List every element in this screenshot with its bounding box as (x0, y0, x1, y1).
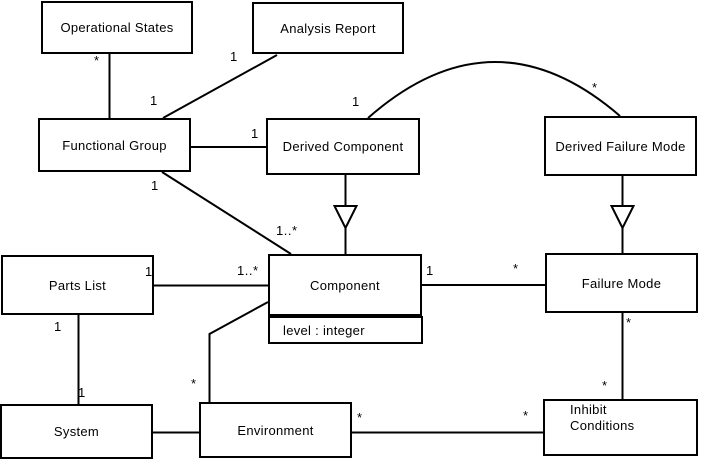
class-box-analysis-report[interactable]: Analysis Report (252, 2, 404, 54)
multiplicity-env-ic-left-star: * (357, 410, 363, 425)
edge-functional-group-component (161, 171, 292, 255)
multiplicity-dc-dfm-one: 1 (352, 94, 360, 109)
class-label-derived-failure-mode: Derived Failure Mode (555, 138, 686, 154)
multiplicity-ar-fg-one: 1 (230, 49, 238, 64)
class-label-component: Component (310, 277, 380, 293)
multiplicity-os-fg-one: 1 (150, 93, 158, 108)
component-attribute-level: level : integer (283, 322, 365, 338)
multiplicity-comp-env-star: * (191, 376, 197, 391)
multiplicity-fg-comp-one: 1 (151, 178, 159, 193)
class-label-environment: Environment (237, 422, 314, 438)
inhibit-conditions-line1: Inhibit (570, 402, 607, 417)
class-box-component[interactable]: Component level : integer (268, 254, 423, 344)
class-box-environment[interactable]: Environment (199, 402, 352, 458)
multiplicity-os-fg-star: * (94, 53, 100, 68)
class-label-operational-states: Operational States (60, 20, 174, 35)
class-label-system: System (53, 424, 100, 439)
multiplicity-pl-sys-top-one: 1 (54, 319, 62, 334)
multiplicity-comp-fm-one: 1 (426, 263, 434, 278)
multiplicity-fm-ic-top-star: * (626, 315, 632, 330)
class-box-functional-group[interactable]: Functional Group (38, 118, 191, 172)
edge-component-environment (208, 301, 269, 403)
multiplicity-comp-fm-star: * (513, 261, 519, 276)
edge-analysis-report-functional-group (162, 54, 278, 119)
class-label-inhibit-conditions: Inhibit Conditions (570, 402, 634, 434)
component-name-compartment: Component (268, 254, 422, 316)
multiplicity-pl-comp-many: 1..* (237, 263, 259, 278)
generalization-arrow-derived-component-icon (332, 205, 359, 231)
class-label-parts-list: Parts List (48, 277, 107, 293)
class-label-derived-component: Derived Component (282, 139, 404, 154)
multiplicity-env-ic-right-star: * (523, 408, 529, 423)
multiplicity-fm-ic-bottom-star: * (602, 378, 608, 393)
edge-derived-component-derived-failure-mode-arc (367, 61, 621, 119)
class-box-system[interactable]: System (0, 404, 153, 459)
multiplicity-fg-comp-many: 1..* (276, 223, 298, 238)
class-box-parts-list[interactable]: Parts List (1, 255, 154, 315)
class-label-analysis-report: Analysis Report (280, 20, 376, 36)
class-box-failure-mode[interactable]: Failure Mode (545, 253, 698, 313)
multiplicity-dc-dfm-star: * (592, 80, 598, 95)
multiplicity-pl-sys-bottom-one: 1 (78, 385, 86, 400)
class-box-derived-component[interactable]: Derived Component (266, 118, 420, 175)
class-box-inhibit-conditions[interactable]: Inhibit Conditions (543, 399, 698, 456)
multiplicity-fg-dc-one: 1 (251, 126, 259, 141)
multiplicity-pl-comp-one: 1 (145, 264, 153, 279)
class-box-derived-failure-mode[interactable]: Derived Failure Mode (544, 116, 697, 176)
class-label-functional-group: Functional Group (62, 137, 167, 153)
inhibit-conditions-line2: Conditions (570, 418, 635, 433)
generalization-arrow-derived-failure-mode-icon (609, 205, 636, 231)
class-label-failure-mode: Failure Mode (581, 275, 662, 291)
component-attribute-compartment: level : integer (268, 316, 423, 344)
class-box-operational-states[interactable]: Operational States (41, 1, 193, 54)
